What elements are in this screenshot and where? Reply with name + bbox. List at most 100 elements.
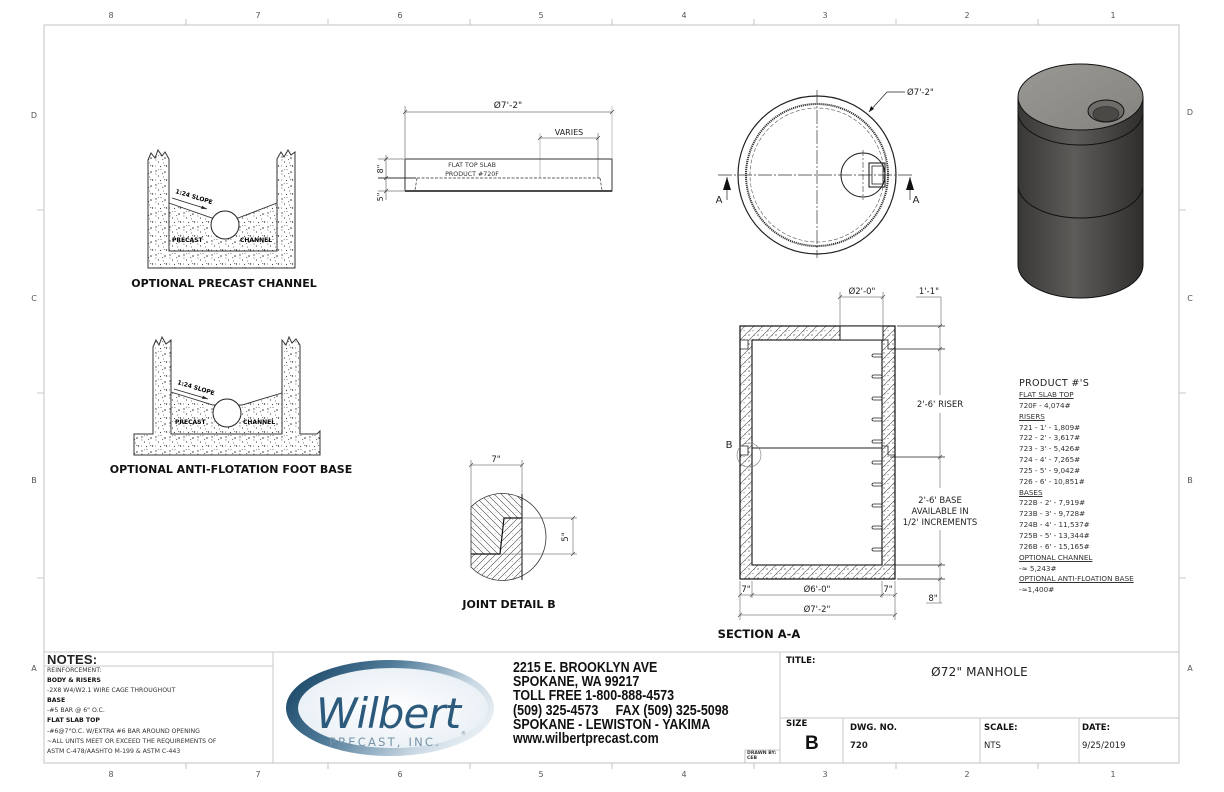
slab-diameter-dim: Ø7'-2" <box>494 100 522 111</box>
zone-top-5: 5 <box>538 11 543 20</box>
notes-line: ASTM C-478/AASHTO M-199 & ASTM C-443 <box>47 747 181 755</box>
channel-slope-label: 1:24 SLOPE <box>174 188 213 206</box>
zone-top-7: 7 <box>255 11 260 20</box>
slab-thickness-dim: 8" <box>376 165 385 174</box>
section-floor-dim: 8" <box>928 594 937 604</box>
detail-b-callout-circle <box>736 442 762 468</box>
address-city: SPOKANE, WA 99217 <box>513 674 640 691</box>
scale-label: SCALE: <box>984 723 1018 733</box>
product-group-risers: RISERS <box>1019 411 1045 421</box>
address-locations: SPOKANE - LEWISTON - YAKIMA <box>513 716 711 733</box>
zone-bottom-3: 3 <box>822 770 827 779</box>
slab-lip-dim: 5" <box>376 193 385 202</box>
zone-right-d: D <box>1187 108 1193 117</box>
product-item: 726 - 6' - 10,851# <box>1019 476 1085 486</box>
zone-bottom-7: 7 <box>255 770 260 779</box>
product-list: PRODUCT #'S FLAT SLAB TOP 720F - 4,074# … <box>1019 378 1134 596</box>
section-title: SECTION A-A <box>718 627 801 641</box>
plan-view: A A Ø7'-2" <box>716 87 934 258</box>
precast-channel-view: 1:24 SLOPE PRECAST CHANNEL OPTIONAL PREC… <box>131 148 317 290</box>
slab-varies-dim: VARIES <box>555 128 583 137</box>
joint-detail-title: JOINT DETAIL B <box>461 598 555 611</box>
section-outer-diameter-dim: Ø7'-2" <box>804 604 831 615</box>
sheet-border <box>37 19 1186 769</box>
foot-base-channel-label: CHANNEL <box>243 419 275 426</box>
section-base-line3: 1/2' INCREMENTS <box>903 518 977 528</box>
channel-precast-label: PRECAST <box>172 237 203 244</box>
zone-top-1: 1 <box>1110 11 1115 20</box>
zone-left-d: D <box>31 111 37 120</box>
date-value: 9/25/2019 <box>1082 741 1126 751</box>
anti-flotation-title: OPTIONAL ANTI-FLOTATION FOOT BASE <box>110 463 352 476</box>
manhole-3d-render <box>1017 63 1144 299</box>
product-item: 723B - 3' - 9,728# <box>1019 509 1086 519</box>
notes-line: REINFORCEMENT: <box>47 667 102 674</box>
address-street: 2215 E. BROOKLYN AVE <box>513 660 658 676</box>
section-mark-left: A <box>716 195 723 206</box>
product-item: 722B - 2' - 7,919# <box>1019 498 1086 508</box>
product-item: 725B - 5' - 13,344# <box>1019 530 1090 540</box>
section-opening-dim: Ø2'-0" <box>849 286 876 297</box>
section-offset-dim: 1'-1" <box>919 287 939 297</box>
notes-heading-flat-slab-top: FLAT SLAB TOP <box>47 717 100 725</box>
notes-list: REINFORCEMENT: BODY & RISERS -2X8 W4/W2.… <box>47 666 216 757</box>
zone-bottom-6: 6 <box>397 770 402 779</box>
scale-value: NTS <box>984 741 1001 751</box>
notes-heading-body-risers: BODY & RISERS <box>47 677 101 685</box>
address-phone-fax: (509) 325-4573 FAX (509) 325-5098 <box>513 702 729 719</box>
product-item: -≈ 5,243# <box>1019 563 1057 573</box>
company-address: 2215 E. BROOKLYN AVE SPOKANE, WA 99217 T… <box>513 660 729 748</box>
address-toll-free: TOLL FREE 1-800-888-4573 <box>513 688 675 705</box>
zone-right-a: A <box>1187 664 1193 673</box>
drawing-title: Ø72" MANHOLE <box>931 665 1028 679</box>
joint-height-dim: 5" <box>561 532 571 541</box>
product-item: -≈1,400# <box>1019 585 1055 595</box>
product-item: 724 - 4' - 7,265# <box>1019 455 1081 465</box>
date-label: DATE: <box>1082 723 1110 733</box>
notes-heading-base: BASE <box>47 697 66 705</box>
company-logo: Wilbert PRECAST, INC. ® <box>286 660 494 756</box>
product-group-bases: BASES <box>1019 487 1043 497</box>
joint-detail-b-view: 7" 5" JOINT DETAIL B <box>461 455 577 611</box>
drawn-by-label: DRAWN BY: <box>747 751 777 756</box>
notes-title: NOTES: <box>47 652 98 667</box>
logo-subtitle: PRECAST, INC. <box>329 735 441 749</box>
zone-labels: 8 7 6 5 4 3 2 1 8 7 6 5 4 3 2 1 D C B A … <box>31 11 1193 779</box>
product-group-optional-anti-flotation: OPTIONAL ANTI-FLOATION BASE <box>1019 574 1134 584</box>
product-list-heading: PRODUCT #'S <box>1019 378 1090 389</box>
zone-bottom-1: 1 <box>1110 770 1115 779</box>
section-wall-left-dim: 7" <box>741 585 750 595</box>
zone-bottom-5: 5 <box>538 770 543 779</box>
section-mark-right: A <box>913 195 920 206</box>
product-group-flat-slab-top: FLAT SLAB TOP <box>1019 390 1074 399</box>
zone-left-a: A <box>31 664 37 673</box>
zone-top-6: 6 <box>397 11 402 20</box>
zone-top-4: 4 <box>681 11 686 20</box>
drawn-by-box: DRAWN BY: CEB <box>747 751 776 761</box>
zone-left-c: C <box>31 294 37 303</box>
notes-line: -2X8 W4/W2.1 WIRE CAGE THROUGHOUT <box>47 687 176 695</box>
zone-bottom-2: 2 <box>964 770 969 779</box>
product-item: 724B - 4' - 11,537# <box>1019 520 1090 530</box>
foot-base-slope-label: 1:24 SLOPE <box>176 379 215 397</box>
dwg-no-value: 720 <box>850 741 868 751</box>
zone-top-3: 3 <box>822 11 827 20</box>
zone-bottom-8: 8 <box>108 770 113 779</box>
slab-label-line2: PRODUCT #720F <box>445 171 499 178</box>
address-website: www.wilbertprecast.com <box>513 731 659 748</box>
product-item: 720F - 4,074# <box>1019 400 1071 410</box>
precast-channel-title: OPTIONAL PRECAST CHANNEL <box>131 277 317 290</box>
section-inner-diameter-dim: Ø6'-0" <box>804 584 831 595</box>
section-base-line1: 2'-6' BASE <box>918 496 962 506</box>
zone-top-8: 8 <box>108 11 113 20</box>
zone-right-c: C <box>1187 294 1193 303</box>
product-item: 725 - 5' - 9,042# <box>1019 465 1081 475</box>
drawn-by-value: CEB <box>747 756 758 761</box>
foot-base-precast-label: PRECAST <box>175 419 206 426</box>
notes-line: -#5 BAR @ 6" O.C. <box>47 707 105 715</box>
dwg-no-label: DWG. NO. <box>850 723 897 733</box>
section-wall-right-dim: 7" <box>883 585 892 595</box>
section-base-line2: AVAILABLE IN <box>911 507 968 517</box>
